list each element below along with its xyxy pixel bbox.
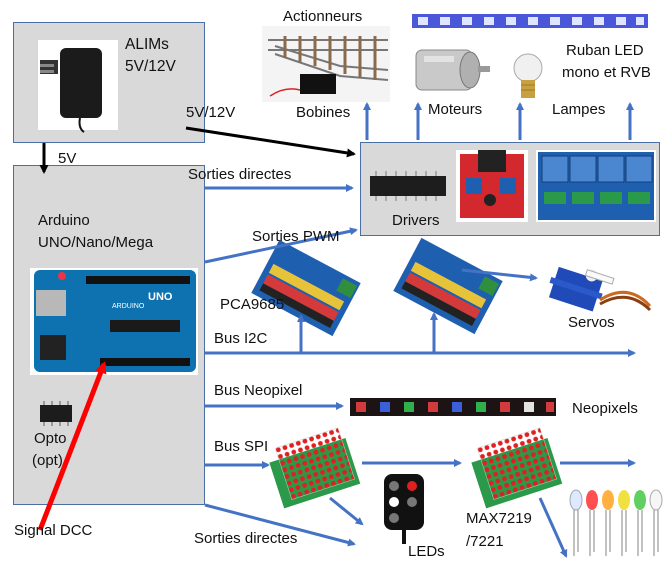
- label-drivers: Drivers: [392, 212, 440, 229]
- label-bobines: Bobines: [296, 104, 351, 121]
- motor-driver-board-icon: [456, 150, 528, 222]
- label-actionneurs: Actionneurs: [283, 8, 363, 25]
- arduino-board-text: ARDUINO: [112, 303, 145, 310]
- pca9685-board-icon: [251, 239, 361, 337]
- label-lampes: Lampes: [552, 101, 606, 118]
- arrow-sorties-directes-bottom: [204, 503, 356, 547]
- label-opto-line1: Opto: [34, 430, 67, 447]
- label-bus-spi: Bus SPI: [214, 438, 269, 455]
- label-servos: Servos: [568, 314, 615, 331]
- label-leds: LEDs: [408, 543, 445, 560]
- label-max-line1: MAX7219: [466, 510, 532, 527]
- blue-arrows: [204, 102, 636, 558]
- label-opto-line2: (opt): [32, 452, 63, 469]
- arrow-5v-12v: [185, 126, 356, 158]
- arrow-sorties-pwm: [204, 227, 358, 264]
- label-5v: 5V: [58, 150, 77, 167]
- arduino-title-line2: UNO/Nano/Mega: [38, 234, 154, 251]
- arduino-brand-text: UNO: [148, 291, 173, 303]
- relay-board-icon: [536, 150, 656, 222]
- label-ruban-line2: mono et RVB: [562, 64, 651, 81]
- turnout-icon: [262, 26, 390, 102]
- arrow-signal-dcc: [37, 361, 107, 531]
- arduino-title-line1: Arduino: [38, 212, 90, 229]
- power-adapter-icon: [38, 40, 118, 133]
- arduino-board-icon: UNO ARDUINO: [30, 268, 198, 375]
- label-max-line2: /7221: [466, 533, 504, 550]
- leds-icon: [569, 489, 663, 556]
- servo-icon: [548, 266, 652, 312]
- label-pca9685: PCA9685: [220, 296, 285, 313]
- neopixel-strip-icon: [350, 398, 556, 416]
- arrow-spi-signal: [329, 496, 364, 526]
- arrow-servos: [461, 268, 538, 282]
- label-sorties-directes-bottom: Sorties directes: [194, 530, 298, 547]
- label-sorties-directes-top: Sorties directes: [188, 166, 292, 183]
- label-sorties-pwm: Sorties PWM: [252, 228, 340, 245]
- signal-icon: [384, 474, 424, 544]
- led-matrix-icon: [471, 427, 563, 509]
- lamp-icon: [513, 53, 543, 98]
- label-ruban-line1: Ruban LED: [566, 42, 644, 59]
- label-bus-neopixel: Bus Neopixel: [214, 382, 303, 399]
- label-bus-i2c: Bus I2C: [214, 330, 268, 347]
- pca9685-board-icon: [393, 237, 503, 335]
- optocoupler-chip-icon: [40, 401, 72, 426]
- black-arrows: [39, 126, 356, 174]
- label-signal-dcc: Signal DCC: [14, 522, 93, 539]
- driver-chip-icon: [370, 171, 446, 201]
- alims-title-line2: 5V/12V: [125, 58, 176, 75]
- led-matrix-icon: [269, 427, 361, 509]
- label-neopixels: Neopixels: [572, 400, 638, 417]
- label-moteurs: Moteurs: [428, 101, 483, 118]
- led-strip-icon: [412, 14, 648, 28]
- label-5v-12v: 5V/12V: [186, 104, 236, 121]
- motor-icon: [415, 49, 490, 91]
- alims-title-line1: ALIMs: [125, 36, 169, 53]
- arrow-max-leds: [538, 497, 568, 558]
